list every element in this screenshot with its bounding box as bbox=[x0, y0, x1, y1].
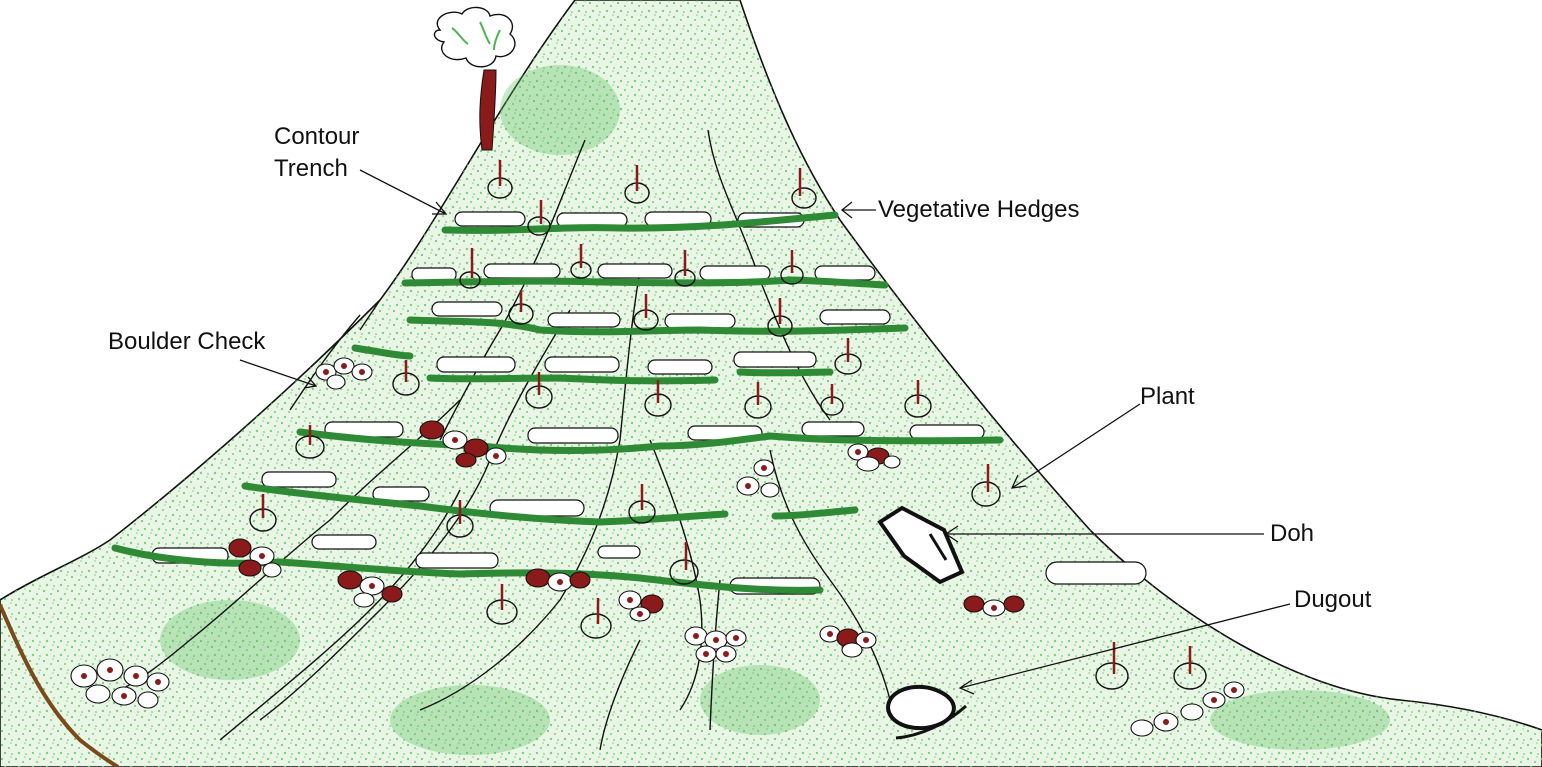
trench-icon bbox=[801, 421, 865, 437]
contour-trenches bbox=[151, 211, 1147, 595]
doh-label: Doh bbox=[1270, 520, 1315, 547]
trench-icon bbox=[261, 471, 337, 488]
plant-icon bbox=[249, 494, 277, 532]
boulder-icon bbox=[419, 420, 507, 468]
plant-pointer bbox=[1010, 403, 1141, 489]
dugout-pointer bbox=[958, 603, 1291, 695]
trench-icon bbox=[454, 211, 526, 227]
plant-icon bbox=[834, 338, 862, 375]
boulder-icon bbox=[684, 626, 747, 663]
trench-icon bbox=[436, 356, 516, 373]
trench-icon bbox=[647, 359, 713, 375]
plant-icon bbox=[633, 294, 659, 331]
plant-icon bbox=[1095, 642, 1129, 690]
contour-trench-label: Contour Trench bbox=[274, 121, 359, 185]
hedge-icon bbox=[406, 316, 909, 336]
boulder-check-label: Boulder Check bbox=[108, 328, 266, 355]
soil-edge bbox=[0, 604, 120, 767]
plant-icon bbox=[525, 372, 553, 409]
hedge-icon bbox=[241, 482, 729, 526]
plant-icon bbox=[820, 384, 844, 416]
trench-icon bbox=[819, 309, 891, 325]
trench-icon bbox=[527, 427, 619, 444]
plant-icon bbox=[446, 500, 474, 538]
boulder-icon bbox=[1130, 681, 1245, 737]
boulder-icon bbox=[337, 570, 403, 608]
trench-icon bbox=[547, 312, 621, 328]
tree-icon bbox=[433, 6, 516, 151]
boulder-checks bbox=[70, 357, 1245, 737]
plant-icon bbox=[295, 425, 325, 459]
hedge-icon bbox=[111, 544, 824, 594]
boulder-icon bbox=[315, 357, 373, 390]
plant-icon bbox=[669, 542, 699, 585]
hedge-icon bbox=[441, 211, 839, 234]
plant-icon bbox=[1173, 646, 1207, 690]
plant-icon bbox=[459, 248, 481, 289]
plant-icon bbox=[624, 165, 650, 204]
plant-icon bbox=[767, 298, 793, 337]
plant-icon bbox=[791, 168, 817, 209]
vegetation-patches bbox=[160, 65, 1390, 755]
plant-icon bbox=[392, 360, 420, 396]
trench-icon bbox=[544, 356, 620, 373]
trench-icon bbox=[733, 351, 817, 368]
dugout-icon bbox=[885, 684, 968, 740]
plant-icon bbox=[487, 160, 513, 199]
plant-icon bbox=[904, 380, 932, 418]
trench-icon bbox=[597, 545, 641, 559]
doh-icon bbox=[877, 505, 965, 585]
plants bbox=[249, 160, 1207, 690]
plant-icon bbox=[644, 380, 672, 417]
boulder-icon bbox=[618, 590, 664, 622]
contour-trench-pointer bbox=[359, 169, 448, 215]
vegetative-hedges-label: Vegetative Hedges bbox=[878, 196, 1080, 223]
plant-icon bbox=[508, 290, 534, 325]
boulder-icon bbox=[819, 625, 877, 658]
leader-lines bbox=[239, 169, 1291, 695]
boulder-icon bbox=[70, 658, 170, 709]
hedge-icon bbox=[296, 428, 1004, 454]
trench-icon bbox=[311, 534, 377, 550]
boulder-check-pointer bbox=[239, 359, 318, 389]
plant-icon bbox=[628, 484, 656, 524]
plant-icon bbox=[580, 598, 612, 639]
trench-icon bbox=[415, 552, 499, 569]
plant-icon bbox=[744, 382, 772, 419]
contour-trench-label-line1: Contour bbox=[274, 123, 360, 150]
trench-icon bbox=[597, 263, 673, 279]
hedge-icon bbox=[401, 276, 889, 289]
trench-icon bbox=[699, 265, 771, 281]
dugout-label: Dugout bbox=[1294, 586, 1372, 613]
hedge-icon bbox=[736, 368, 834, 377]
boulder-icon bbox=[228, 538, 282, 578]
boulder-icon bbox=[963, 595, 1025, 617]
trench-icon bbox=[664, 313, 736, 329]
vegetative-hedges bbox=[111, 211, 1004, 594]
plant-icon bbox=[527, 200, 551, 236]
plant-icon bbox=[971, 464, 1001, 507]
boulder-icon bbox=[736, 459, 780, 498]
plant-icon bbox=[674, 250, 696, 287]
plant-icon bbox=[486, 584, 518, 625]
trench-icon bbox=[431, 301, 503, 317]
trench-icon bbox=[1045, 561, 1147, 585]
plant-icon bbox=[780, 250, 804, 285]
contour-trench-label-line2: Trench bbox=[274, 155, 348, 182]
boulder-icon bbox=[847, 443, 901, 472]
doh-pointer bbox=[944, 525, 1264, 543]
hedge-icon bbox=[771, 506, 859, 520]
trench-icon bbox=[483, 263, 561, 279]
boulder-icon bbox=[525, 568, 591, 592]
plant-label: Plant bbox=[1140, 383, 1195, 410]
vegetative-hedges-pointer bbox=[840, 201, 876, 219]
plant-icon bbox=[570, 244, 592, 279]
